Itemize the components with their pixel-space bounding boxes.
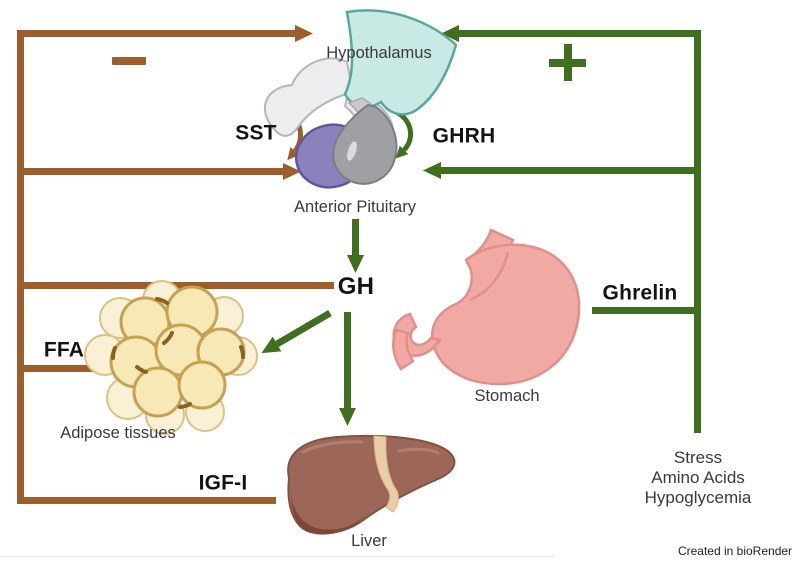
falciform-ligament bbox=[373, 435, 399, 513]
pituitary-highlight bbox=[347, 141, 357, 161]
hypothalamus-funnel bbox=[343, 9, 458, 116]
stomach-label: Stomach bbox=[474, 386, 540, 405]
liver-illustration bbox=[287, 434, 456, 535]
biorender-credit: Created in bioRender bbox=[677, 544, 793, 558]
brain-tissue-shape bbox=[263, 57, 355, 137]
stimulus-amino-acids: Amino Acids bbox=[651, 468, 745, 487]
stomach-inner-curve bbox=[469, 251, 510, 302]
duodenum-stub bbox=[392, 328, 415, 371]
liver-label: Liver bbox=[351, 531, 387, 550]
adipose-lipid-marks bbox=[110, 297, 245, 409]
pituitary-illustration bbox=[294, 97, 398, 189]
sst-label: SST bbox=[235, 121, 277, 145]
gh-to-adipose-arrow bbox=[261, 309, 332, 354]
igf1-label: IGF-I bbox=[198, 471, 248, 495]
plus-sign bbox=[549, 44, 586, 81]
stimulus-hypoglycemia: Hypoglycemia bbox=[644, 488, 752, 507]
minus-sign bbox=[112, 57, 146, 65]
adipose-illustration bbox=[84, 280, 258, 435]
stomach-illustration bbox=[392, 228, 581, 386]
anterior-pituitary-label: Anterior Pituitary bbox=[294, 197, 416, 216]
liver-highlight-left bbox=[301, 440, 364, 454]
hypothalamus-label: Hypothalamus bbox=[326, 43, 432, 62]
negative-feedback-lines bbox=[17, 25, 334, 504]
figure-bottom-edge bbox=[0, 556, 556, 557]
liver-highlight-right bbox=[397, 447, 440, 455]
positive-stimulation-lines bbox=[261, 25, 701, 433]
stimulus-stress: Stress bbox=[673, 448, 723, 467]
pituitary-gray-lobe bbox=[332, 103, 398, 185]
ghrelin-label: Ghrelin bbox=[602, 281, 678, 305]
gh-label: GH bbox=[337, 273, 375, 300]
stomach-body bbox=[430, 243, 581, 386]
plus-sign-vertical-bar bbox=[563, 44, 572, 81]
ghrh-label: GHRH bbox=[432, 124, 496, 148]
ffa-label: FFA bbox=[43, 338, 85, 362]
stimuli-list: Stress Amino Acids Hypoglycemia bbox=[645, 448, 752, 508]
adipose-tissues-label: Adipose tissues bbox=[60, 423, 176, 442]
